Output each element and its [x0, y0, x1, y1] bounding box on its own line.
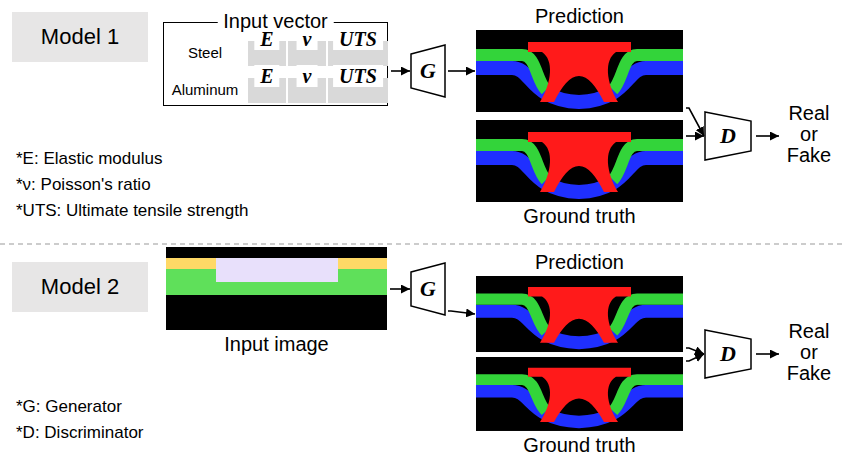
- vector-cell: E: [248, 78, 286, 103]
- output-label: Real or Fake: [781, 321, 837, 387]
- node-text: UTS: [333, 65, 383, 87]
- node-text: Prediction: [456, 5, 703, 27]
- output-label: Real or Fake: [781, 103, 837, 169]
- node-text: Model 2: [41, 274, 119, 300]
- discriminator-block: D: [705, 112, 751, 160]
- node-text: ν: [297, 28, 318, 50]
- block-outline: [411, 45, 445, 97]
- discriminator-block: D: [705, 330, 751, 378]
- legend-note: *E: Elastic modulus: [16, 148, 316, 170]
- generator-block: G: [411, 263, 445, 315]
- node-text: Ground truth: [456, 434, 703, 456]
- node-text: ν: [297, 65, 318, 87]
- vector-cell: ν: [288, 78, 326, 103]
- block-outline: [705, 330, 751, 378]
- legend-note: *UTS: Ultimate tensile strength: [16, 200, 336, 222]
- flow-arrow: [448, 311, 475, 314]
- vector-cell: UTS: [328, 41, 388, 66]
- vector-cell: E: [248, 41, 286, 66]
- ground-truth-image: Ground truth: [476, 357, 683, 431]
- node-text: D: [720, 341, 736, 367]
- flow-arrow: [686, 354, 704, 361]
- node-text: Ground truth: [456, 205, 703, 227]
- legend-note: *G: Generator: [16, 396, 316, 418]
- ground-truth-image: Ground truth: [476, 120, 683, 202]
- block-outline: [705, 112, 751, 160]
- node-text: Prediction: [456, 251, 703, 273]
- vector-cell: UTS: [328, 78, 388, 103]
- material-name: Aluminum: [164, 77, 246, 102]
- node-text: Model 1: [41, 24, 119, 50]
- generator-block: G: [411, 45, 445, 97]
- model-box: Model 1: [12, 12, 148, 62]
- node-text: E: [254, 65, 279, 87]
- block-outline: [411, 263, 445, 315]
- input-image: Input image: [166, 247, 387, 330]
- flow-arrow: [390, 288, 410, 290]
- vector-cell: ν: [288, 41, 326, 66]
- flow-arrow: [391, 70, 410, 72]
- input-image: [166, 247, 387, 330]
- node-text: D: [720, 123, 736, 149]
- node-text: Input image: [146, 333, 407, 355]
- material-name: Steel: [168, 40, 242, 65]
- flow-arrow: [448, 70, 475, 72]
- prediction-image: Prediction: [476, 30, 683, 112]
- model-box: Model 2: [12, 262, 148, 312]
- prediction-image: Prediction: [476, 276, 683, 352]
- legend-note: *ν: Poisson's ratio: [16, 174, 316, 196]
- flow-arrow: [686, 135, 704, 137]
- node-text: UTS: [333, 28, 383, 50]
- flow-arrow: [686, 348, 704, 354]
- legend-note: *D: Discriminator: [16, 422, 316, 444]
- node-text: G: [420, 58, 436, 84]
- flow-arrow: [686, 108, 704, 136]
- node-text: E: [254, 28, 279, 50]
- node-text: G: [420, 276, 436, 302]
